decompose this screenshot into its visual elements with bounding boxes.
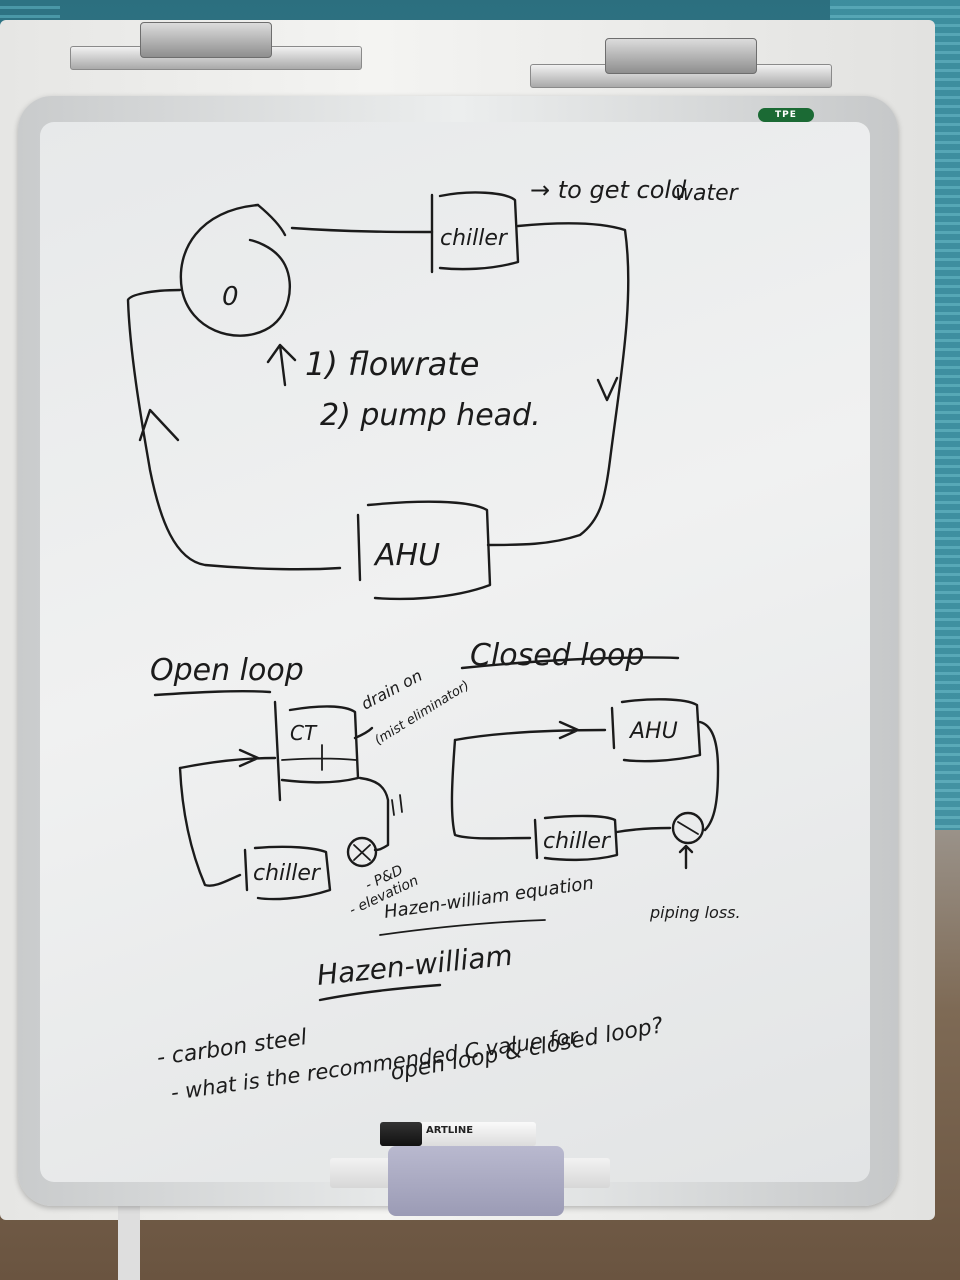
clip-head-right <box>605 38 757 74</box>
closed-loop-line-left <box>450 738 532 840</box>
pump-label: 0 <box>222 282 239 312</box>
open-loop-line-top <box>178 748 277 770</box>
flow-marks <box>391 794 403 816</box>
cooling-tower-fill <box>281 744 357 771</box>
pump-closed-loop <box>671 811 705 845</box>
open-loop-line-left <box>178 766 242 887</box>
closed-loop-title: Closed loop <box>470 638 644 673</box>
whiteboard-surface <box>40 122 870 1182</box>
requirement-1: 1) flowrate <box>305 345 479 383</box>
cold-water-note: → to get cold <box>530 176 687 204</box>
marker-pen[interactable]: ARTLINE <box>380 1122 536 1146</box>
chiller-label-closed: chiller <box>543 829 612 854</box>
chiller-box-top <box>430 191 520 274</box>
pump-symbol <box>179 203 292 337</box>
open-loop-underline <box>153 689 272 697</box>
requirement-2: 2) pump head. <box>320 398 541 433</box>
closed-loop-line-top <box>453 720 607 742</box>
cold-water-note-2: water <box>675 181 740 206</box>
up-arrow-note <box>266 343 297 387</box>
closed-loop-line-right <box>698 720 720 832</box>
equation-big: Hazen-william <box>315 939 514 992</box>
chiller-box-open <box>243 845 332 901</box>
chiller-label-top: chiller <box>440 226 509 251</box>
closed-loop-underline <box>460 656 680 670</box>
loop-line-top <box>290 222 630 547</box>
ahu-label-top: AHU <box>373 538 440 573</box>
ahu-box-top <box>356 500 492 601</box>
closed-loop-line-bottom <box>615 826 672 834</box>
equation-underline <box>379 919 546 936</box>
equation-big-underline <box>318 983 442 1002</box>
ahu-box-closed <box>610 698 702 763</box>
open-loop-title: Open loop <box>150 653 304 688</box>
marker-label: ARTLINE <box>426 1125 474 1136</box>
open-loop-line-right <box>358 776 390 852</box>
pump-closed-impeller <box>677 821 699 835</box>
piping-arrow <box>678 844 694 870</box>
ahu-label-closed: AHU <box>628 719 678 744</box>
arrow-up-left <box>138 408 180 442</box>
drain-arrow <box>353 726 374 740</box>
chiller-box-closed <box>533 814 619 862</box>
piping-note: piping loss. <box>649 903 741 922</box>
cooling-tower-box <box>273 700 360 802</box>
brand-label: TPE <box>758 108 814 122</box>
arrow-down-right <box>596 376 619 402</box>
pump-open-impeller <box>353 844 371 861</box>
pump-open-loop <box>346 836 378 868</box>
whiteboard-eraser[interactable] <box>388 1146 564 1216</box>
chiller-label-open: chiller <box>253 861 322 886</box>
drain-note: drain on <box>358 666 425 714</box>
marker-cap <box>380 1122 422 1146</box>
loop-line-left <box>126 288 342 571</box>
clip-head-left <box>140 22 272 58</box>
pump-casing-line <box>256 203 287 237</box>
cooling-tower-label: CT <box>290 721 318 745</box>
